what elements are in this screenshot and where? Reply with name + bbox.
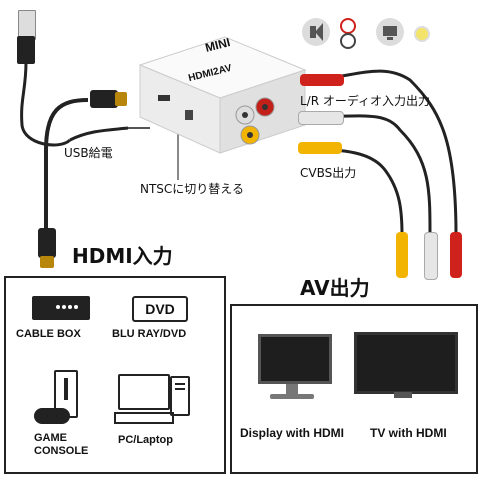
rca-white-plug-icon <box>298 111 344 125</box>
keyboard-icon <box>114 412 174 424</box>
monitor-icon <box>376 18 404 46</box>
dvd-badge: DVD <box>132 296 188 322</box>
cvbs-out-label: CVBS出力 <box>300 166 357 180</box>
audio-jacks-icon <box>340 18 356 49</box>
game-console-label: GAME CONSOLE <box>34 432 88 458</box>
display-label: Display with HDMI <box>240 426 345 440</box>
hdmi-plug-bottom-tip-icon <box>40 256 54 268</box>
pc-label: PC/Laptop <box>118 434 173 446</box>
cable-box-label: CABLE BOX <box>16 328 81 340</box>
display-stand-icon <box>286 384 298 394</box>
tv-label: TV with HDMI <box>370 426 447 440</box>
hdmi-plug-bottom-icon <box>38 228 56 258</box>
pc-monitor-icon <box>118 374 170 410</box>
rca-red-plug-icon <box>300 74 344 86</box>
video-jack-icon <box>414 26 430 42</box>
cable-box-icon <box>32 296 90 320</box>
rca-yellow-plug-icon <box>298 142 342 154</box>
lr-audio-label: L/R オーディオ入力出力 <box>300 94 431 108</box>
output-devices-panel: Display with HDMI TV with HDMI <box>230 304 478 474</box>
speaker-icon <box>302 18 330 46</box>
rca-yellow-bottom-icon <box>396 232 408 278</box>
hdmi-plug-top-icon <box>90 90 118 108</box>
rca-white-bottom-icon <box>424 232 438 280</box>
usb-power-label: USB給電 <box>64 146 113 160</box>
pc-tower-icon <box>170 376 190 416</box>
rca-red-bottom-icon <box>450 232 462 278</box>
ntsc-switch-label: NTSCに切り替える <box>140 182 244 196</box>
usb-plug-body-icon <box>17 36 35 64</box>
converter-device <box>138 36 307 154</box>
display-screen-icon <box>258 334 332 384</box>
tv-screen-icon <box>354 332 458 394</box>
gamepad-icon <box>34 408 70 424</box>
tv-stand-icon <box>394 392 412 398</box>
av-out-title: AV出力 <box>300 276 370 300</box>
blu-ray-label: BLU RAY/DVD <box>112 328 187 340</box>
display-base-icon <box>270 394 314 399</box>
game-label-line: GAME CONSOLE <box>34 432 89 457</box>
input-devices-panel: CABLE BOX DVD BLU RAY/DVD GAME CONSOLE P… <box>4 276 226 474</box>
hdmi-plug-tip-icon <box>115 92 127 106</box>
hdmi-in-title: HDMI入力 <box>72 244 173 268</box>
